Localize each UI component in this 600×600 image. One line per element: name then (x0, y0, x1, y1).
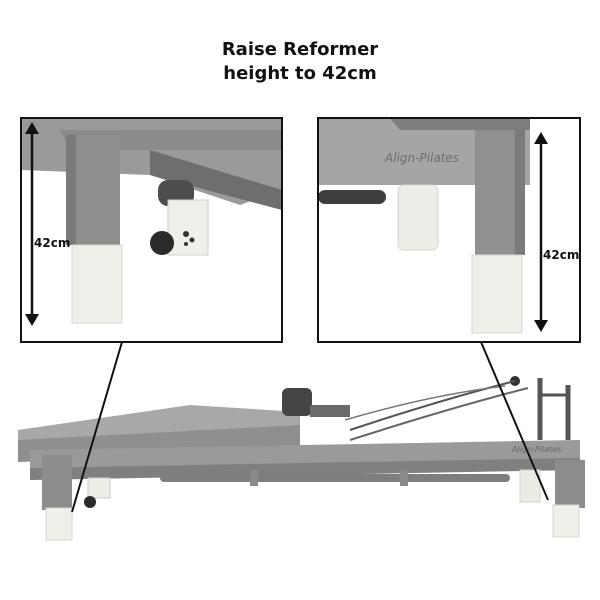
title-line-1: Raise Reformer (221, 39, 379, 60)
right-detail-panel: Align-Pilates (317, 117, 581, 343)
shoulder-rest (282, 388, 312, 416)
right-panel-border (317, 117, 581, 343)
right-measurement-label: 42cm (543, 248, 580, 262)
callout-line-right (480, 341, 549, 501)
page-title: Raise Reformer height to 42cm (0, 38, 600, 86)
foot-cap (471, 254, 523, 334)
measure-arrow-left (25, 122, 39, 326)
left-measurement-label: 42cm (34, 236, 71, 250)
left-panel-border (20, 117, 283, 343)
frame-leg (555, 460, 585, 508)
brand-label-reformer: Align-Pilates (511, 445, 561, 454)
foot-bar (318, 190, 386, 204)
adjust-knob (150, 231, 174, 255)
left-detail-panel (20, 117, 283, 343)
foot-cap (45, 507, 73, 541)
frame-leg (42, 455, 72, 510)
title-line-2: height to 42cm (223, 63, 377, 84)
reformer-machine: Align-Pilates (18, 376, 585, 541)
measure-arrow-right (534, 132, 548, 332)
callout-line-left (71, 341, 123, 513)
lower-bar (160, 474, 510, 482)
brand-label-right: Align-Pilates (384, 151, 459, 165)
foot-cap (71, 244, 123, 324)
foot-cap (552, 504, 580, 538)
